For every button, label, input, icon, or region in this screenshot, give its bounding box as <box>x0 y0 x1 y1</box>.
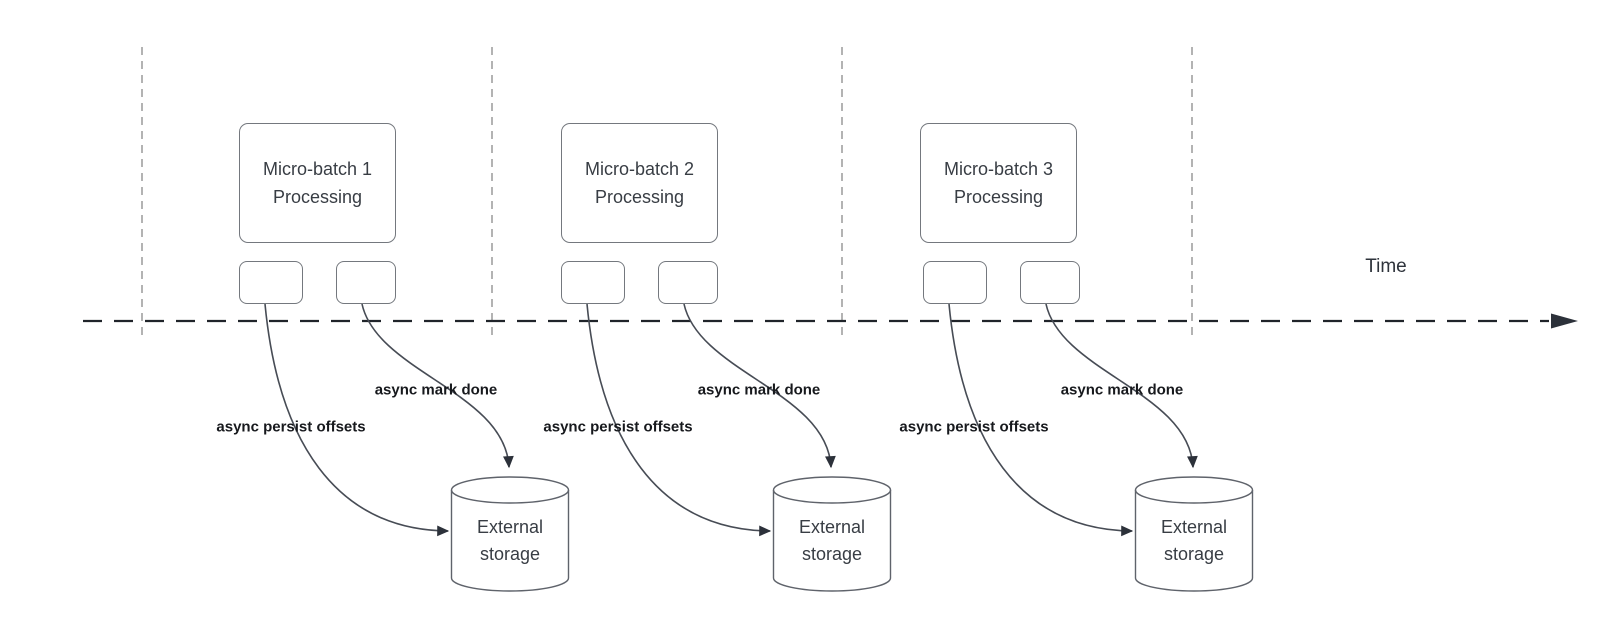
micro-batch-3-offset-task-box <box>923 261 987 304</box>
persist-offsets-arrow-3 <box>948 303 1134 537</box>
micro-batch-1-flow <box>264 303 570 592</box>
mark-done-label-3: async mark done <box>1060 381 1184 399</box>
micro-batch-2-offset-task-box <box>561 261 625 304</box>
micro-batch-1-mark-done-task-box <box>336 261 396 304</box>
micro-batch-2-flow <box>586 303 892 592</box>
external-storage-cylinder-3 <box>1134 476 1254 592</box>
mark-done-label-1: async mark done <box>374 381 498 399</box>
external-storage-label-3-line2: storage <box>1163 544 1225 564</box>
external-storage-label-1: External storage <box>477 514 543 568</box>
external-storage-label-3-line1: External <box>1160 517 1228 537</box>
cylinder-top-arc-3 <box>1134 489 1254 504</box>
persist-offsets-label-3: async persist offsets <box>899 418 1049 436</box>
external-storage-label-2-line1: External <box>798 517 866 537</box>
micro-batch-2-mark-done-task-box <box>658 261 718 304</box>
micro-batch-3-flow <box>948 303 1254 592</box>
mark-done-label-2: async mark done <box>697 381 821 399</box>
mark-done-arrow-1 <box>361 303 514 469</box>
mark-done-arrow-3 <box>1045 303 1198 469</box>
micro-batch-3-title-line2: Processing <box>953 187 1044 207</box>
external-storage-cylinder-2 <box>772 476 892 592</box>
time-axis-arrowhead-icon <box>1551 313 1578 329</box>
micro-batch-1-processing-box: Micro-batch 1 Processing <box>239 123 396 243</box>
external-storage-label-2: External storage <box>799 514 865 568</box>
external-storage-cylinder-1 <box>450 476 570 592</box>
micro-batch-2-title-line1: Micro-batch 2 <box>584 159 695 179</box>
persist-offsets-label-2: async persist offsets <box>543 418 693 436</box>
cylinder-top-arc-2 <box>772 489 892 504</box>
micro-batch-1-offset-task-box <box>239 261 303 304</box>
micro-batch-3-title-line1: Micro-batch 3 <box>943 159 1054 179</box>
micro-batch-1-title-line2: Processing <box>272 187 363 207</box>
external-storage-label-1-line2: storage <box>479 544 541 564</box>
persist-offsets-arrow-1 <box>264 303 450 537</box>
mark-done-arrow-2 <box>683 303 836 469</box>
micro-batch-2-processing-box: Micro-batch 2 Processing <box>561 123 718 243</box>
external-storage-label-1-line1: External <box>476 517 544 537</box>
persist-offsets-label-1: async persist offsets <box>216 418 366 436</box>
time-axis-arrow <box>83 313 1578 329</box>
time-axis-label: Time <box>1365 256 1407 277</box>
persist-offsets-arrow-2 <box>586 303 772 537</box>
micro-batch-3-processing-box: Micro-batch 3 Processing <box>920 123 1077 243</box>
external-storage-label-3: External storage <box>1161 514 1227 568</box>
external-storage-label-2-line2: storage <box>801 544 863 564</box>
micro-batch-2-title-line2: Processing <box>594 187 685 207</box>
micro-batch-3-mark-done-task-box <box>1020 261 1080 304</box>
micro-batch-1-title-line1: Micro-batch 1 <box>262 159 373 179</box>
cylinder-top-arc-1 <box>450 489 570 504</box>
